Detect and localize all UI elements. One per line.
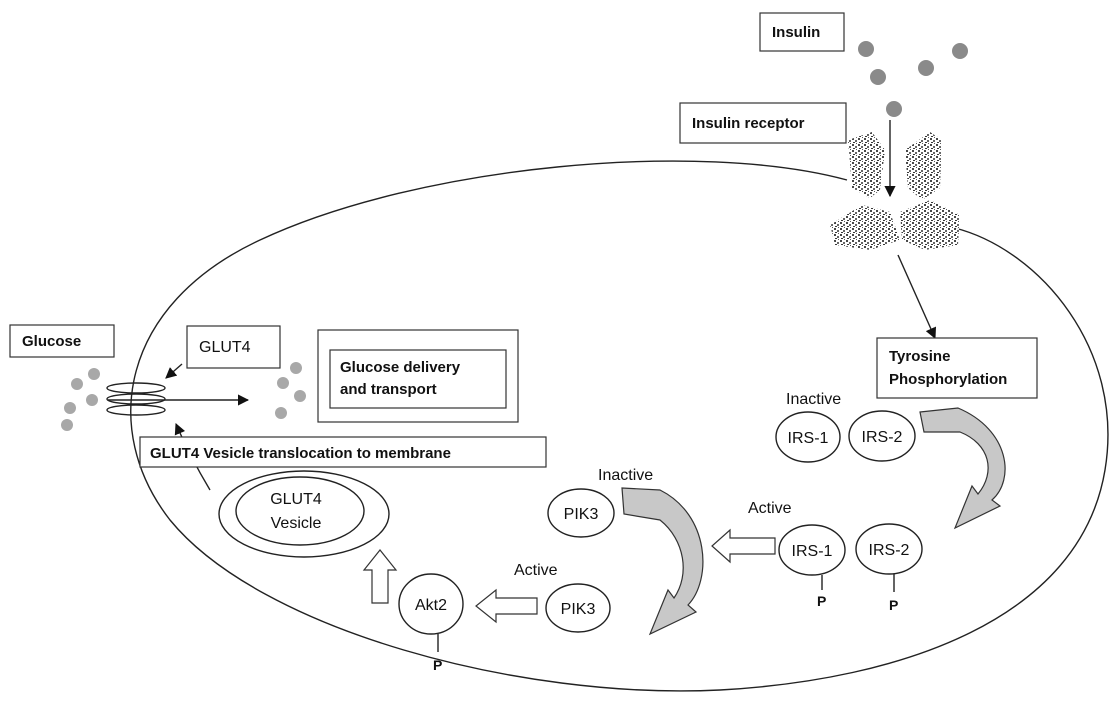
insulin-molecule [870,69,886,85]
insulin-molecule [886,101,902,117]
insulin-molecule [952,43,968,59]
glut4-vesicle-inner [235,476,365,546]
glucose-molecule [275,407,287,419]
insulin-molecule [918,60,934,76]
glut4-pointer-arrow [165,363,183,379]
intracellular-glucose [275,362,306,419]
insulin-receptor-graphic [830,132,960,250]
glucose-molecule [290,362,302,374]
vesicle-label-line2: Vesicle [271,515,322,532]
cell-membrane [130,160,1109,692]
glucose-molecule [294,390,306,402]
pik3-active-node [545,583,611,633]
glucose-label: Glucose [22,333,81,350]
irs-to-pik3-block-arrow [711,528,776,564]
inactive-irs-label: Inactive [786,391,841,408]
irs2-active-label: IRS-2 [869,542,910,559]
glucose-delivery-line2: and transport [340,381,437,398]
inactive-pik3-label: Inactive [598,467,653,484]
akt2-node [398,573,464,635]
glucose-molecule [277,377,289,389]
extracellular-glucose [61,368,100,431]
active-irs-label: Active [748,500,792,517]
irs2-inactive-node [848,410,916,462]
glut4-label: GLUT4 [199,339,251,356]
insulin-molecules [858,41,968,117]
translocation-label: GLUT4 Vesicle translocation to membrane [150,445,451,462]
akt2-to-vesicle-block-arrow [362,549,398,604]
glucose-label-box [9,324,115,358]
irs1-active-node [778,524,846,576]
tyrosine-phosphorylation-box [876,337,1038,399]
glucose-molecule [71,378,83,390]
insulin-receptor-label-box [679,102,847,144]
glut4-transporter [106,382,166,416]
glucose-molecule [64,402,76,414]
irs-activation-curved-arrow [919,407,1006,530]
insulin-receptor-label: Insulin receptor [692,115,805,132]
irs1-active-label: IRS-1 [792,543,833,560]
glut4-vesicle-outer [218,470,390,558]
insulin-label-box [759,12,845,52]
glut4-label-box [186,325,281,369]
pik3-inactive-node [547,488,615,538]
insulin-label: Insulin [772,24,820,41]
active-pik3-label: Active [514,562,558,579]
irs1-inactive-label: IRS-1 [788,430,829,447]
pik3-activation-curved-arrow [621,487,704,636]
akt2-phospho-label: P [433,657,442,673]
irs2-phospho-label: P [889,597,898,613]
pik3-inactive-label: PIK3 [564,506,599,523]
irs1-phospho-label: P [817,593,826,609]
tyrosine-label-line2: Phosphorylation [889,371,1007,388]
vesicle-label-line1: GLUT4 [270,491,322,508]
akt2-label: Akt2 [415,597,447,614]
glucose-molecule [86,394,98,406]
receptor-to-tyrosine-arrow [897,254,937,340]
insulin-molecule [858,41,874,57]
glucose-delivery-inner-box [329,349,507,409]
translocation-label-box [139,436,547,468]
irs1-inactive-node [775,411,841,463]
tyrosine-label-line1: Tyrosine [889,348,950,365]
pik3-active-label: PIK3 [561,601,596,618]
irs2-inactive-label: IRS-2 [862,429,903,446]
glucose-molecule [61,419,73,431]
glucose-delivery-line1: Glucose delivery [340,359,461,376]
pik3-to-akt2-block-arrow [475,588,538,624]
irs2-active-node [855,523,923,575]
glucose-molecule [88,368,100,380]
